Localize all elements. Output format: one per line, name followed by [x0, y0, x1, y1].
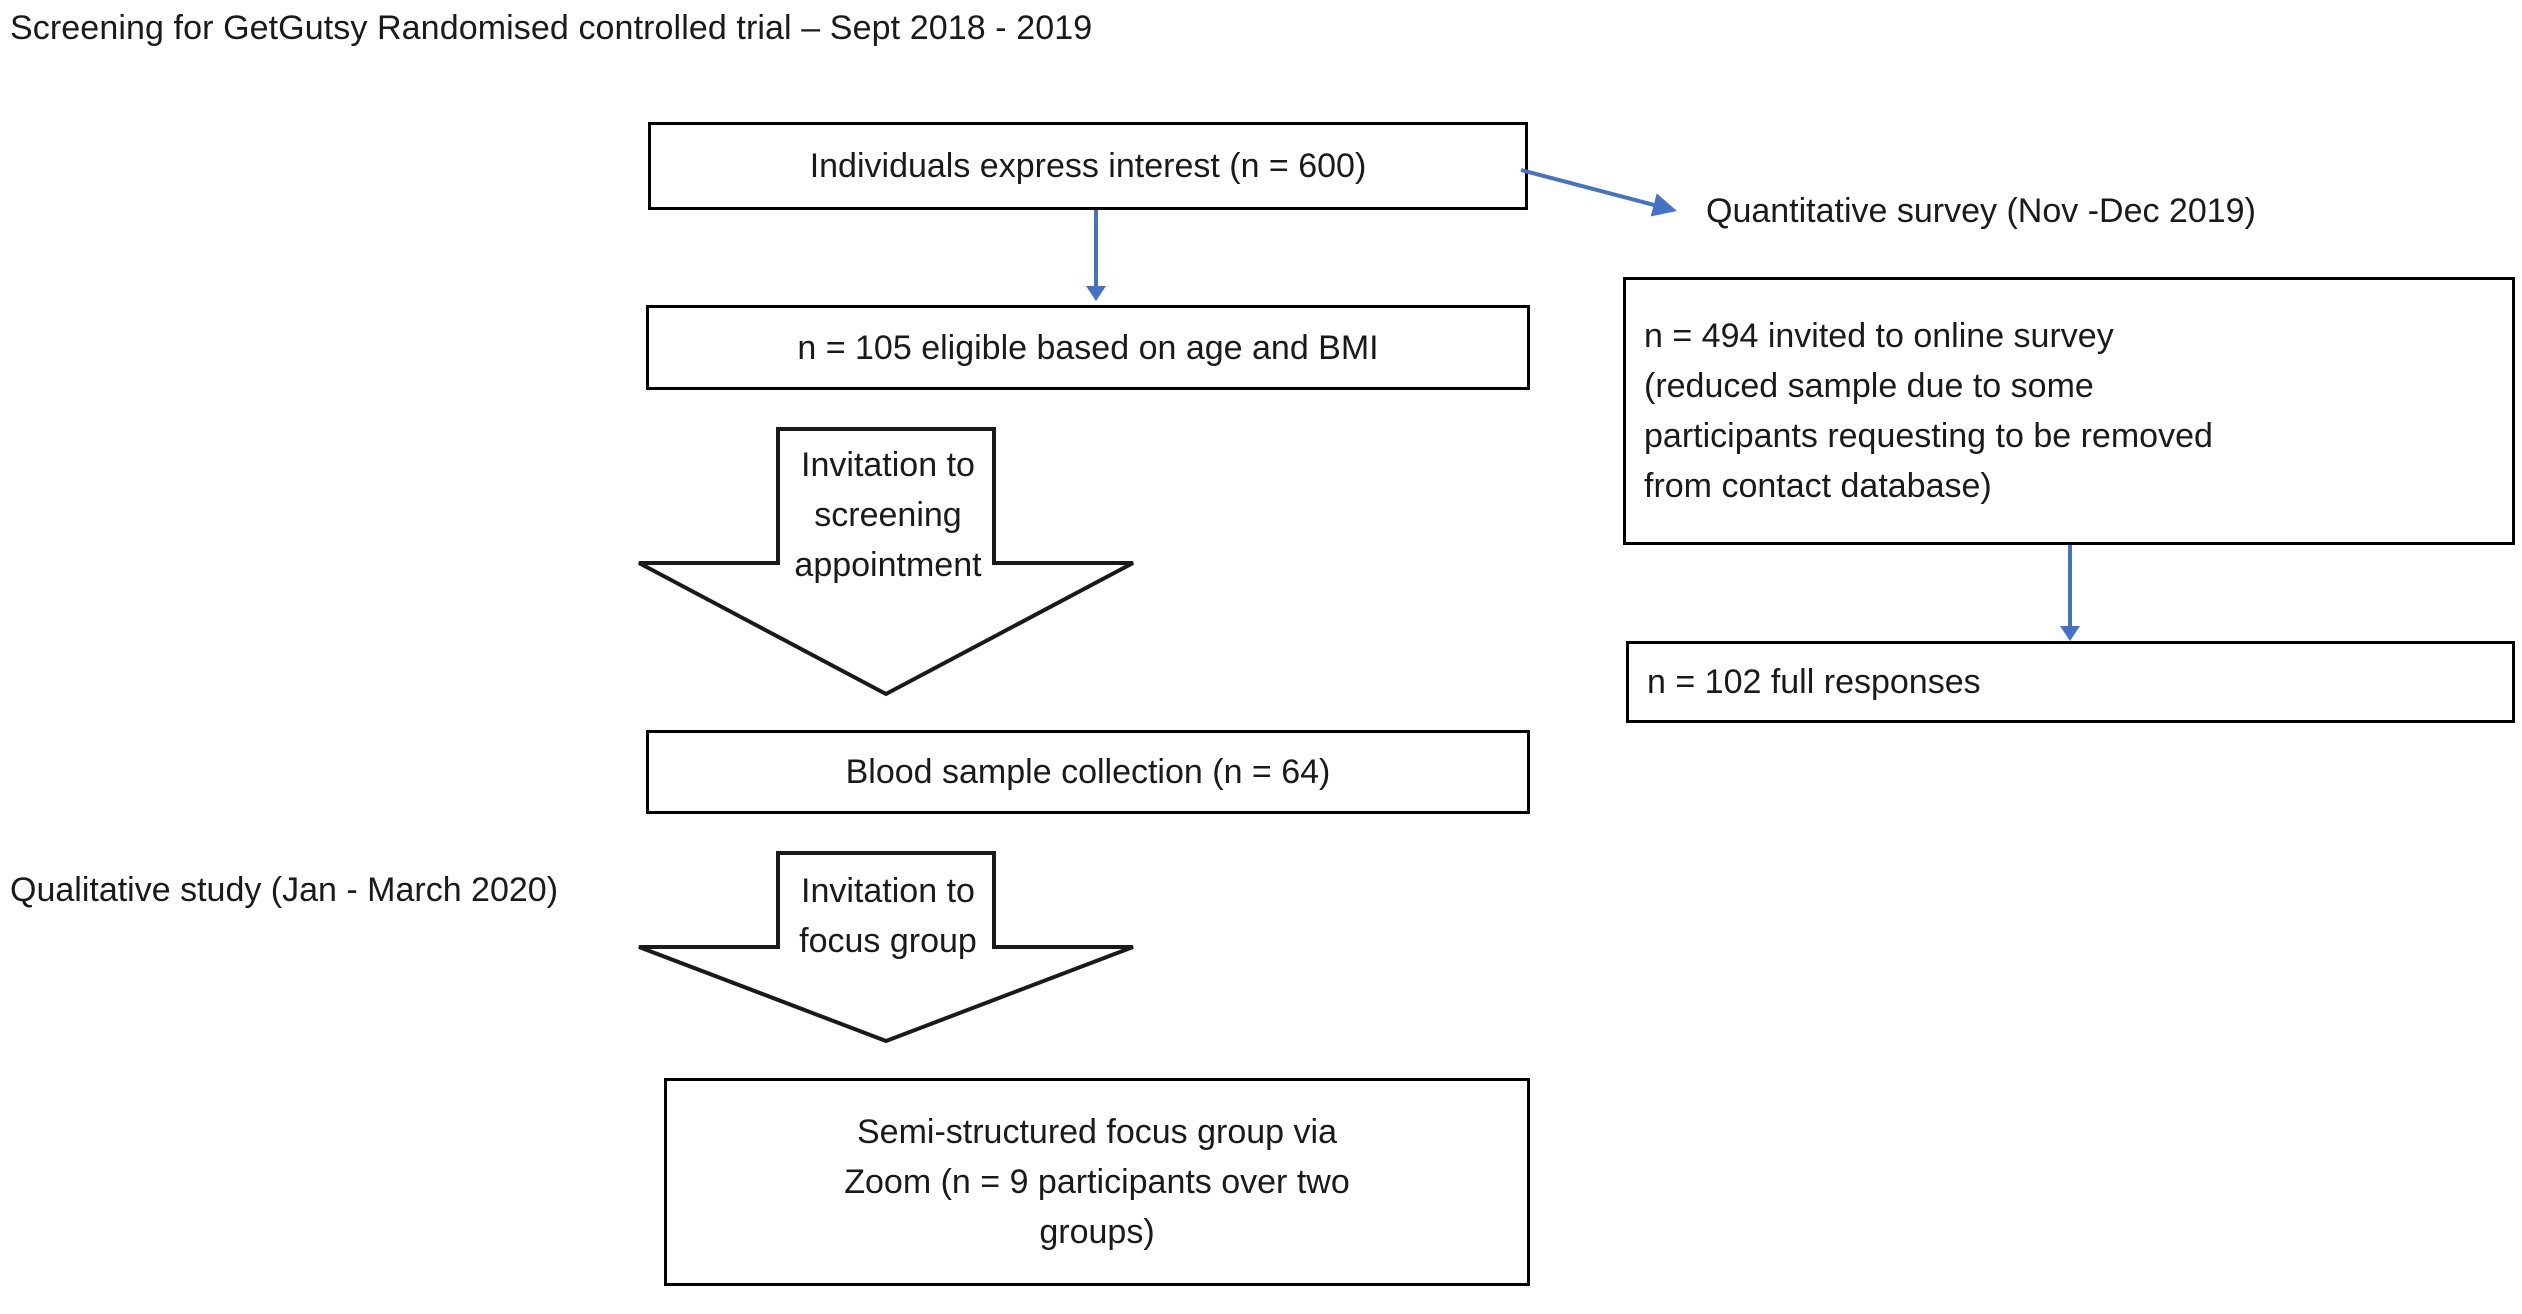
arrow2-label-line-2: focus group	[799, 922, 977, 960]
page-title: Screening for GetGutsy Randomised contro…	[10, 9, 1093, 47]
right-box1-line-3: participants requesting to be removed	[1644, 417, 2213, 455]
arrow-to-quantitative-survey	[1520, 168, 1677, 217]
box4-line-3: groups)	[1039, 1213, 1155, 1251]
arrow1-label-line-3: appointment	[794, 546, 982, 584]
arrow2-label-line-1: Invitation to	[801, 872, 975, 910]
arrow1-label-line-2: screening	[814, 496, 962, 534]
arrow1-label-line-1: Invitation to	[801, 446, 975, 484]
arrow-survey-to-responses	[2068, 545, 2072, 628]
block-arrow-invitation-focus-group-label: Invitation to focus group	[778, 866, 998, 966]
right-box1-line-1: n = 494 invited to online survey	[1644, 317, 2114, 355]
right-box1-line-4: from contact database)	[1644, 467, 1992, 505]
heading-quantitative-survey: Quantitative survey (Nov -Dec 2019)	[1706, 192, 2256, 230]
box4-line-1: Semi-structured focus group via	[857, 1113, 1337, 1151]
label-qualitative-study: Qualitative study (Jan - March 2020)	[10, 871, 559, 909]
box-invited-online-survey: n = 494 invited to online survey (reduce…	[1623, 277, 2515, 545]
box-full-responses-label: n = 102 full responses	[1647, 663, 1981, 701]
arrow-box1-to-box2	[1094, 210, 1098, 288]
box-blood-sample-collection-label: Blood sample collection (n = 64)	[845, 753, 1331, 791]
box4-line-2: Zoom (n = 9 participants over two	[844, 1163, 1350, 1201]
block-arrow-invitation-screening-label: Invitation to screening appointment	[778, 440, 998, 590]
box-invited-online-survey-label: n = 494 invited to online survey (reduce…	[1644, 311, 2498, 511]
right-box1-line-2: (reduced sample due to some	[1644, 367, 2094, 405]
box-semi-structured-focus-group-label: Semi-structured focus group via Zoom (n …	[681, 1107, 1513, 1257]
box-eligible-age-bmi-label: n = 105 eligible based on age and BMI	[797, 328, 1379, 367]
box-semi-structured-focus-group: Semi-structured focus group via Zoom (n …	[664, 1078, 1530, 1286]
box-full-responses: n = 102 full responses	[1626, 641, 2515, 723]
box-eligible-age-bmi: n = 105 eligible based on age and BMI	[646, 305, 1530, 390]
box-individuals-express-interest-label: Individuals express interest (n = 600)	[809, 147, 1367, 185]
box-blood-sample-collection: Blood sample collection (n = 64)	[646, 730, 1530, 814]
box-individuals-express-interest: Individuals express interest (n = 600)	[648, 122, 1528, 210]
